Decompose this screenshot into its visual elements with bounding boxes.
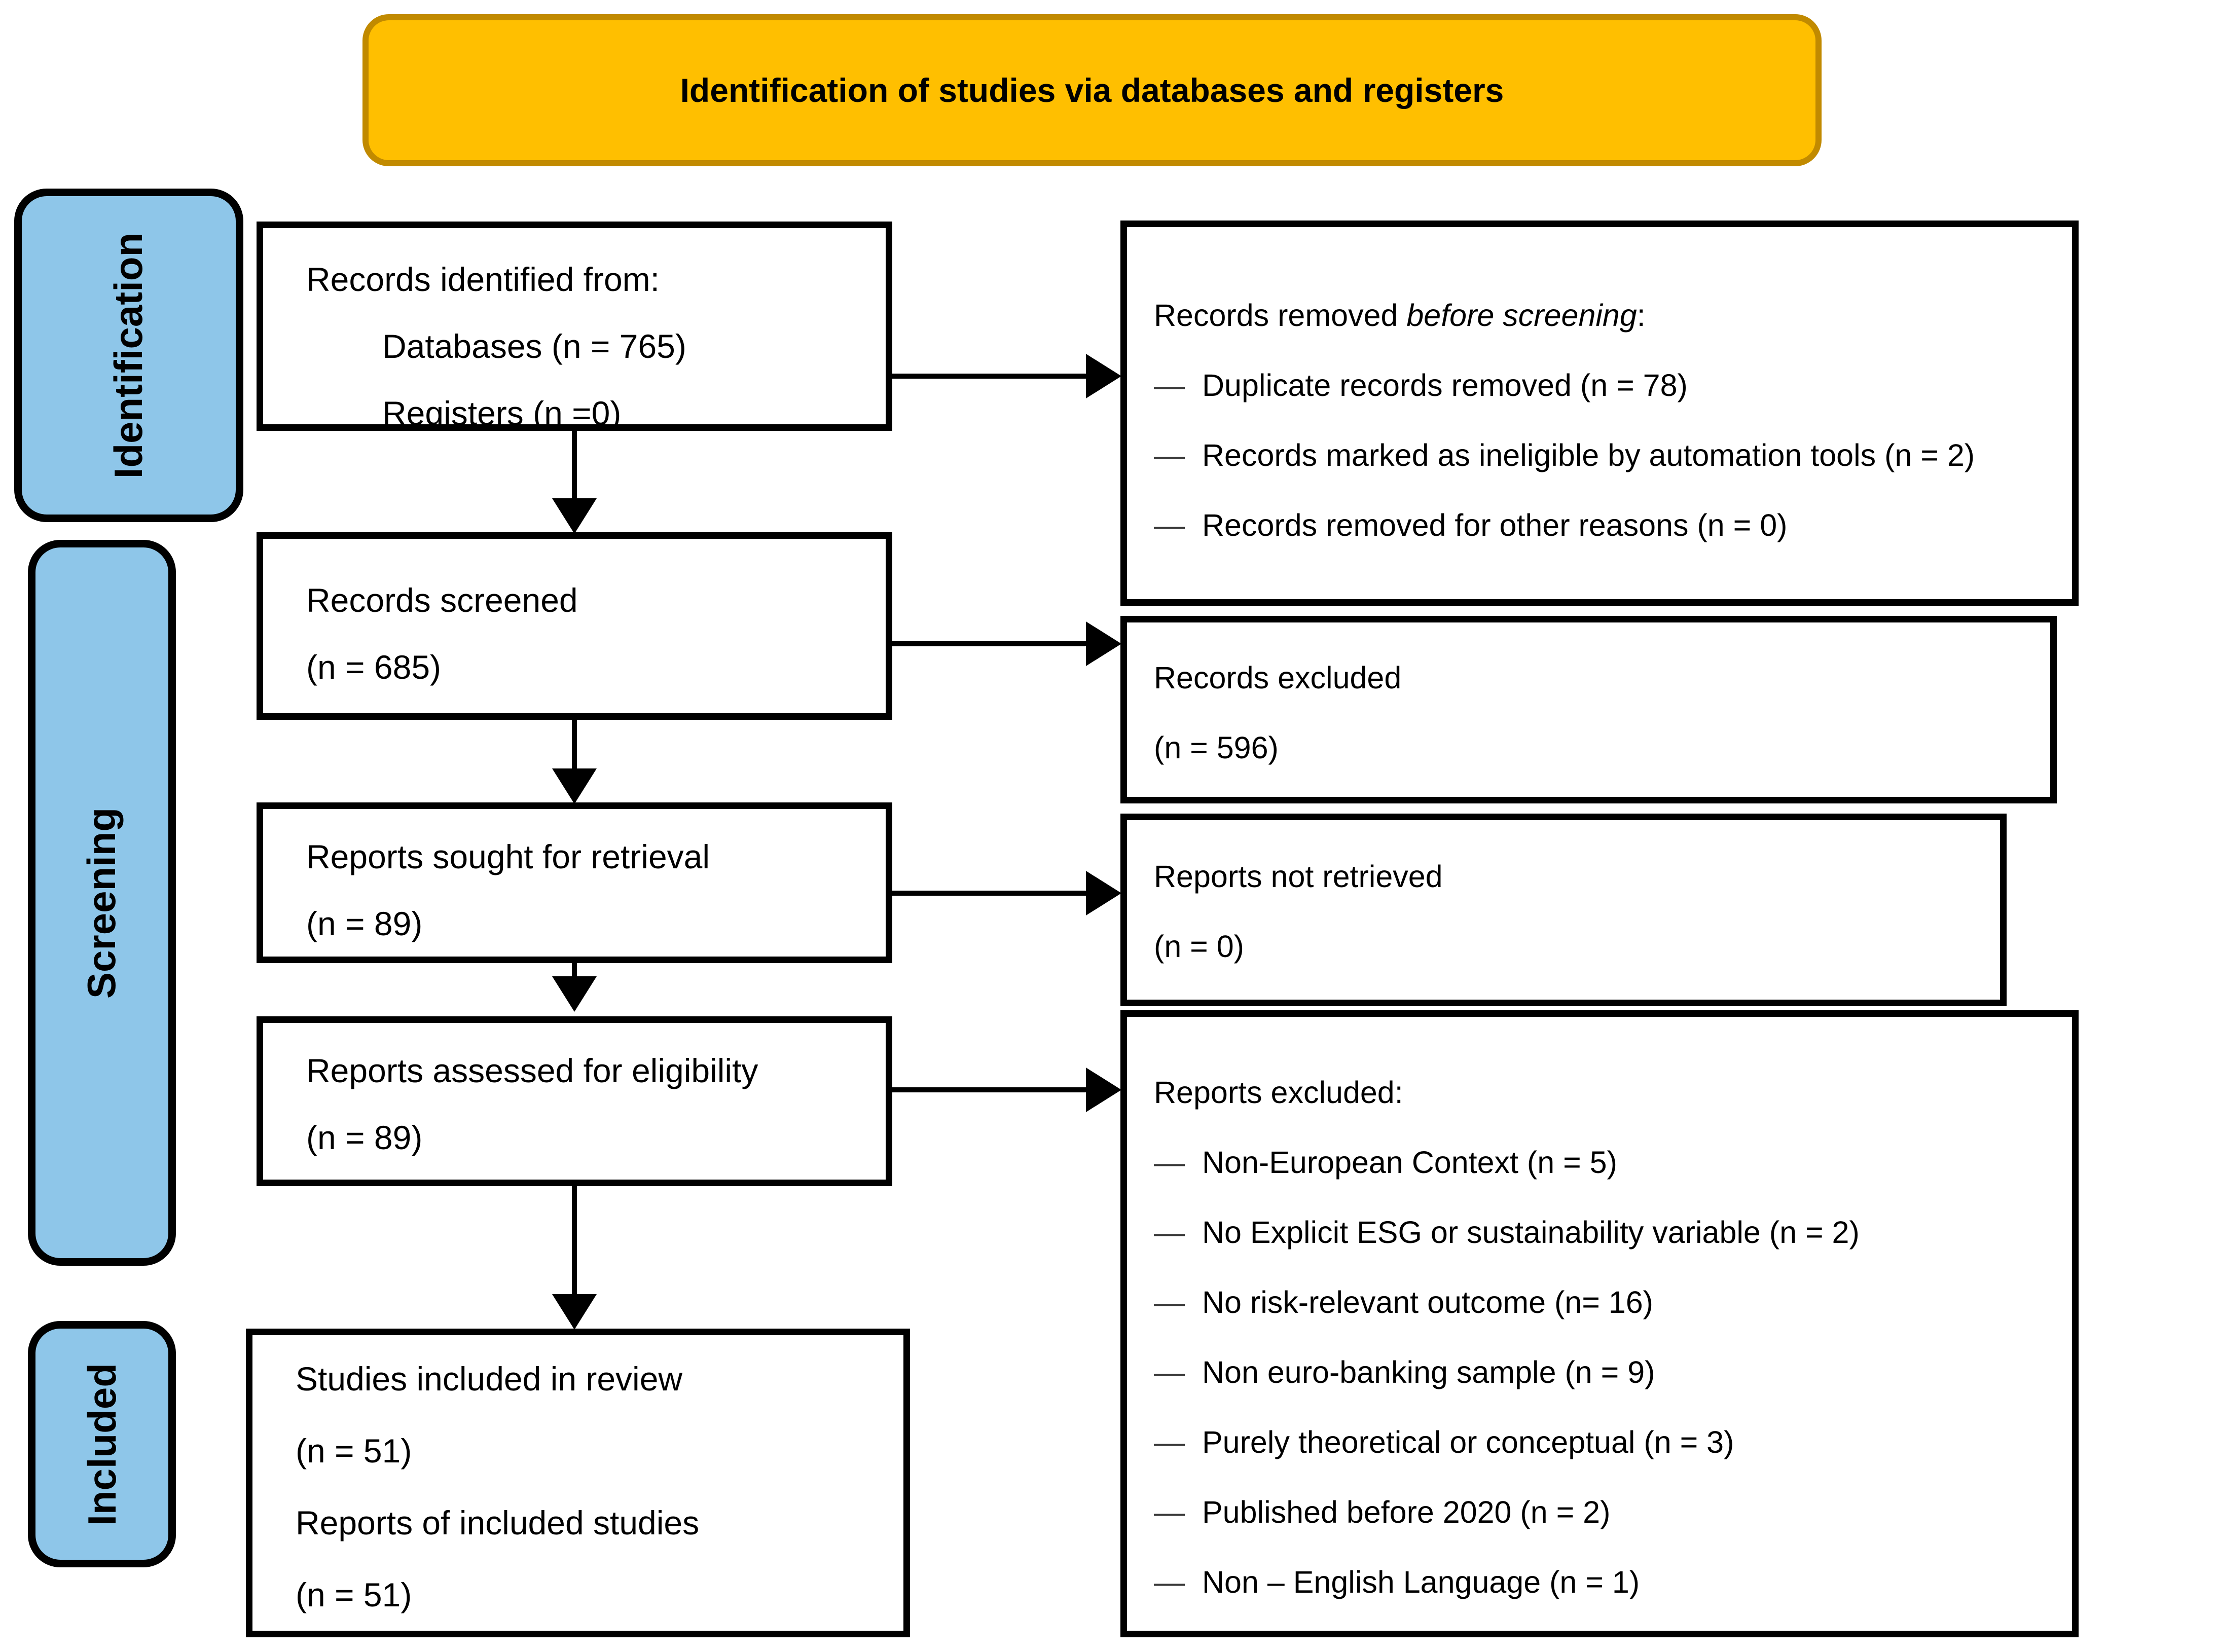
list-item: — Non euro-banking sample (n = 9) <box>1154 1337 2057 1407</box>
arrowhead-right-icon <box>1086 621 1121 666</box>
list-item: — Non – English Language (n = 1) <box>1154 1547 2057 1617</box>
reports-not-retrieved-label: Reports not retrieved <box>1154 859 1443 894</box>
list-item-text: Records marked as ineligible by automati… <box>1202 438 1975 472</box>
dash-bullet: — <box>1154 1425 1185 1459</box>
reports-sought-count: (n = 89) <box>306 905 423 942</box>
list-item: — Non-European Context (n = 5) <box>1154 1127 2057 1197</box>
dash-bullet: — <box>1154 1215 1185 1250</box>
arrow-sought-to-assessed <box>572 963 577 979</box>
arrow-screened-to-sought <box>572 720 577 770</box>
flow-box-records-excluded: Records excluded (n = 596) <box>1120 616 2057 803</box>
dash-bullet: — <box>1154 368 1185 402</box>
records-removed-header-italic: before screening <box>1406 298 1637 333</box>
flow-box-records-identified: Records identified from: Databases (n = … <box>257 222 892 431</box>
list-item-text: No Explicit ESG or sustainability variab… <box>1202 1215 1860 1250</box>
arrow-assessed-to-reports-excluded <box>892 1087 1090 1092</box>
studies-included-label: Studies included in review <box>296 1360 683 1398</box>
records-screened-label: Records screened <box>306 581 578 619</box>
arrowhead-right-icon <box>1086 354 1121 398</box>
records-removed-header: Records removed before screening: <box>1154 280 2057 350</box>
arrow-identified-to-screened <box>572 431 577 499</box>
banner-title: Identification of studies via databases … <box>680 71 1504 109</box>
list-item: — Published before 2020 (n = 2) <box>1154 1477 2057 1547</box>
arrowhead-down-icon <box>552 976 597 1012</box>
reports-included-label: Reports of included studies <box>296 1504 700 1541</box>
dash-bullet: — <box>1154 1565 1185 1599</box>
records-screened-count: (n = 685) <box>306 648 441 686</box>
flow-box-studies-included: Studies included in review (n = 51) Repo… <box>246 1329 910 1637</box>
stage-tab-identification: Identification <box>14 189 243 522</box>
flow-box-reports-sought: Reports sought for retrieval (n = 89) <box>257 802 892 963</box>
flow-box-records-removed: Records removed before screening: — Dupl… <box>1120 221 2079 606</box>
flow-box-reports-not-retrieved: Reports not retrieved (n = 0) <box>1120 814 2007 1006</box>
list-item-text: Non – English Language (n = 1) <box>1202 1565 1640 1599</box>
list-item-text: Purely theoretical or conceptual (n = 3) <box>1202 1425 1734 1459</box>
flow-box-records-screened: Records screened (n = 685) <box>257 532 892 720</box>
dash-bullet: — <box>1154 1495 1185 1529</box>
list-item-text: Records removed for other reasons (n = 0… <box>1202 508 1788 542</box>
list-item-text: Non-European Context (n = 5) <box>1202 1145 1617 1180</box>
reports-sought-label: Reports sought for retrieval <box>306 838 710 875</box>
list-item-text: Published before 2020 (n = 2) <box>1202 1495 1611 1529</box>
records-identified-databases: Databases (n = 765) <box>382 327 686 365</box>
dash-bullet: — <box>1154 508 1185 542</box>
records-identified-line1: Records identified from: <box>306 261 660 298</box>
records-removed-header-prefix: Records removed <box>1154 298 1407 333</box>
reports-assessed-label: Reports assessed for eligibility <box>306 1052 758 1089</box>
reports-not-retrieved-count: (n = 0) <box>1154 929 1244 964</box>
stage-label-included: Included <box>79 1363 124 1526</box>
arrow-identified-to-removed <box>892 374 1090 379</box>
reports-excluded-header: Reports excluded: <box>1154 1075 1403 1110</box>
dash-bullet: — <box>1154 1355 1185 1389</box>
list-item: — Records removed for other reasons (n =… <box>1154 490 2057 560</box>
arrowhead-down-icon <box>552 1294 597 1330</box>
stage-label-identification: Identification <box>106 232 151 479</box>
arrow-sought-to-not-retrieved <box>892 891 1090 896</box>
list-item: — No Explicit ESG or sustainability vari… <box>1154 1197 2057 1267</box>
list-item: — Duplicate records removed (n = 78) <box>1154 350 2057 420</box>
list-item-text: No risk-relevant outcome (n= 16) <box>1202 1285 1653 1319</box>
dash-bullet: — <box>1154 1145 1185 1180</box>
banner-identification-via-databases: Identification of studies via databases … <box>362 14 1822 166</box>
list-item: — Purely theoretical or conceptual (n = … <box>1154 1407 2057 1477</box>
stage-tab-screening: Screening <box>28 540 176 1266</box>
flow-box-reports-excluded: Reports excluded: — Non-European Context… <box>1120 1010 2079 1637</box>
records-removed-header-suffix: : <box>1637 298 1646 333</box>
records-excluded-count: (n = 596) <box>1154 730 1279 765</box>
list-item: — Records marked as ineligible by automa… <box>1154 420 2057 490</box>
dash-bullet: — <box>1154 438 1185 472</box>
studies-included-count: (n = 51) <box>296 1432 412 1470</box>
records-excluded-label: Records excluded <box>1154 660 1402 695</box>
flow-box-reports-assessed: Reports assessed for eligibility (n = 89… <box>257 1016 892 1186</box>
list-item: — No risk-relevant outcome (n= 16) <box>1154 1267 2057 1337</box>
dash-bullet: — <box>1154 1285 1185 1319</box>
arrow-assessed-to-included <box>572 1186 577 1295</box>
list-item-text: Duplicate records removed (n = 78) <box>1202 368 1688 402</box>
list-item-text: Non euro-banking sample (n = 9) <box>1202 1355 1655 1389</box>
arrowhead-right-icon <box>1086 871 1121 915</box>
arrowhead-down-icon <box>552 498 597 534</box>
stage-label-screening: Screening <box>79 807 124 999</box>
arrowhead-down-icon <box>552 768 597 804</box>
records-identified-registers: Registers (n =0) <box>382 394 622 431</box>
arrowhead-right-icon <box>1086 1068 1121 1112</box>
stage-tab-included: Included <box>28 1321 176 1567</box>
reports-assessed-count: (n = 89) <box>306 1119 423 1156</box>
arrow-screened-to-excluded <box>892 641 1090 646</box>
reports-included-count: (n = 51) <box>296 1576 412 1613</box>
